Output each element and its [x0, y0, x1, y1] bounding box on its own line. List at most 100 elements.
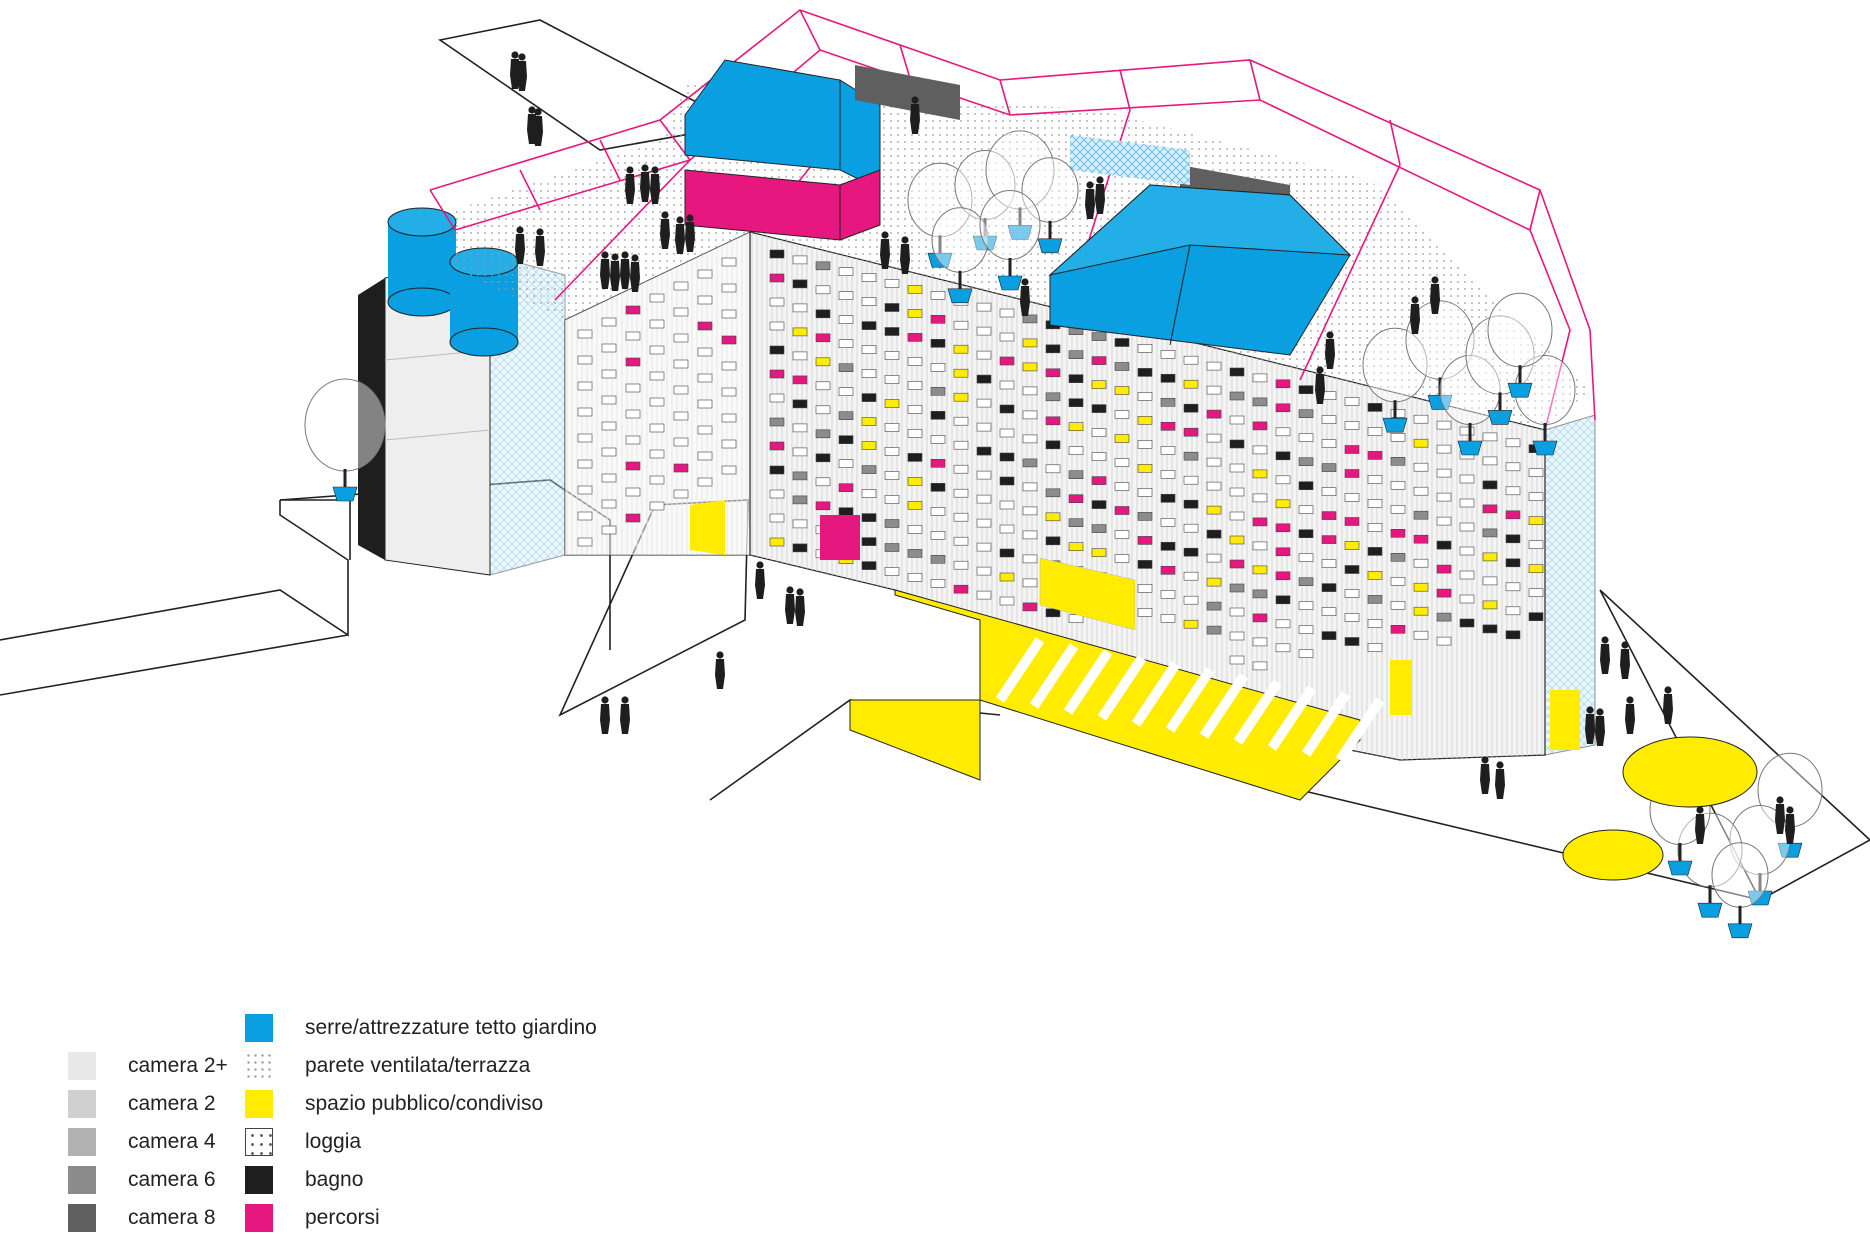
window	[769, 297, 785, 307]
person	[1785, 806, 1795, 844]
window	[1459, 522, 1475, 532]
window	[673, 333, 689, 343]
window	[673, 489, 689, 499]
window	[769, 441, 785, 451]
window	[1229, 559, 1245, 569]
window	[1252, 397, 1268, 407]
window	[1045, 608, 1061, 618]
window	[1229, 391, 1245, 401]
window	[1298, 385, 1314, 395]
window	[861, 273, 877, 282]
window	[1183, 571, 1199, 581]
window	[721, 257, 737, 267]
window	[1091, 332, 1107, 341]
window	[1344, 589, 1360, 598]
window	[815, 261, 831, 271]
window	[1183, 595, 1199, 605]
legend-label: camera 2	[128, 1092, 216, 1115]
window	[577, 329, 593, 339]
window	[1367, 595, 1383, 604]
window	[1206, 505, 1222, 515]
person	[1315, 366, 1325, 404]
person	[660, 211, 670, 249]
window	[1275, 571, 1291, 581]
legend-item: camera 8	[68, 1202, 216, 1234]
window	[1298, 577, 1314, 587]
window	[1022, 602, 1038, 612]
window	[999, 596, 1015, 606]
person	[630, 254, 640, 292]
window	[1367, 451, 1383, 460]
stripe	[1165, 667, 1215, 733]
window	[907, 549, 923, 558]
window	[769, 465, 785, 475]
window	[649, 423, 665, 433]
window	[907, 525, 923, 534]
legend-label: serre/attrezzature tetto giardino	[305, 1016, 597, 1039]
window	[697, 399, 713, 409]
stripe	[1301, 691, 1351, 757]
stripe	[1097, 655, 1147, 721]
window	[884, 399, 900, 408]
public-space-ground	[690, 500, 1580, 801]
window	[1252, 637, 1268, 647]
window-grid	[577, 249, 1544, 671]
window	[1091, 476, 1107, 485]
person	[1600, 636, 1610, 674]
window	[1528, 564, 1544, 574]
window	[1482, 456, 1498, 466]
tree	[304, 378, 386, 502]
window	[1022, 338, 1038, 348]
window	[625, 461, 641, 471]
window	[815, 285, 831, 295]
window	[1298, 553, 1314, 563]
window	[625, 305, 641, 315]
window	[1206, 529, 1222, 539]
window	[1045, 440, 1061, 450]
window	[1344, 421, 1360, 430]
window	[577, 355, 593, 365]
window	[1275, 451, 1291, 461]
window	[976, 350, 992, 360]
legend-item: serre/attrezzature tetto giardino	[245, 1012, 597, 1044]
window	[1091, 500, 1107, 509]
window	[861, 465, 877, 474]
window	[1275, 643, 1291, 653]
window	[1022, 458, 1038, 468]
window	[1160, 469, 1176, 479]
window	[649, 475, 665, 485]
window	[792, 399, 808, 409]
window	[884, 567, 900, 576]
person	[1695, 806, 1705, 844]
window	[930, 386, 946, 396]
window	[1114, 410, 1130, 419]
window	[792, 375, 808, 385]
window	[649, 293, 665, 303]
person	[1095, 176, 1105, 214]
window	[625, 331, 641, 341]
window	[1068, 494, 1084, 504]
window	[884, 423, 900, 432]
window	[1137, 560, 1153, 569]
window	[861, 393, 877, 402]
legend-swatch	[245, 1204, 273, 1232]
window	[1275, 499, 1291, 509]
window	[1045, 416, 1061, 426]
window	[838, 483, 854, 493]
window	[1436, 492, 1452, 502]
window	[907, 357, 923, 366]
window	[907, 429, 923, 438]
person	[1085, 181, 1095, 219]
window	[1344, 637, 1360, 646]
window	[999, 452, 1015, 462]
window	[792, 423, 808, 433]
window	[792, 447, 808, 457]
window	[1505, 438, 1521, 448]
window	[1390, 432, 1406, 442]
window	[625, 487, 641, 497]
window	[1459, 426, 1475, 436]
legend-swatch	[68, 1090, 96, 1118]
person	[685, 214, 695, 252]
window	[976, 422, 992, 432]
window	[769, 513, 785, 523]
